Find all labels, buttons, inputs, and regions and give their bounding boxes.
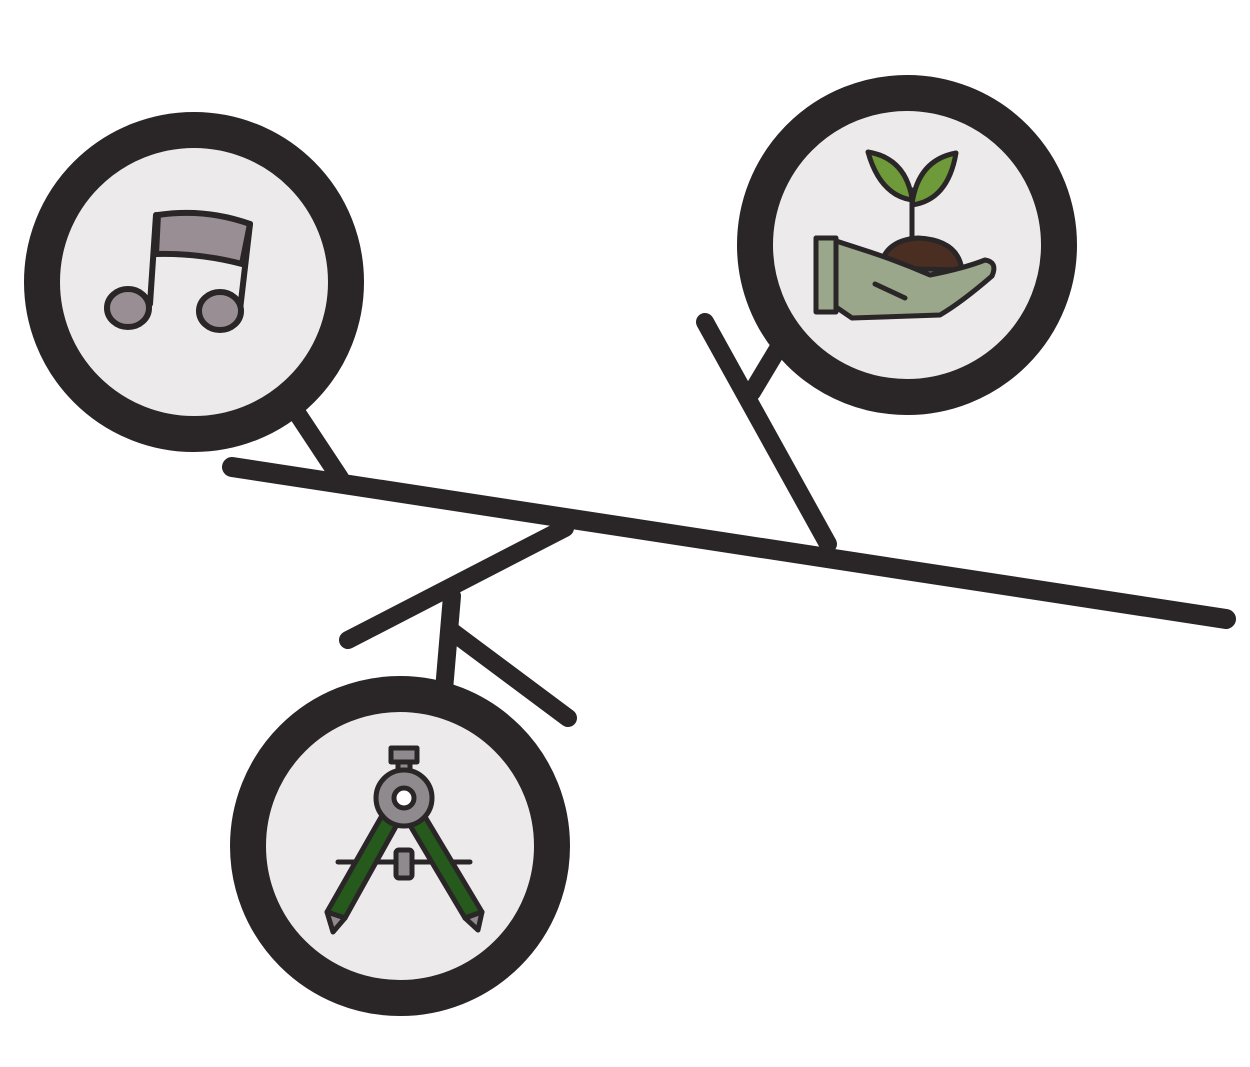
music-note-icon: [104, 209, 253, 333]
plant-in-hand-icon: [813, 149, 997, 321]
music-branch: [286, 401, 349, 487]
music-node: [24, 112, 364, 452]
drawing-compass-icon: [324, 745, 485, 935]
music-node-circle: [24, 112, 364, 452]
design-branch-main-line: [339, 519, 574, 649]
music-branch-line: [286, 401, 349, 487]
design-node-circle: [230, 676, 570, 1016]
design-branch: [339, 519, 577, 727]
design-branch-stem-line: [435, 587, 461, 699]
growth-node: [737, 75, 1077, 415]
design-node: [230, 676, 570, 1016]
diagram-spine: [222, 457, 1236, 629]
growth-branch-main-line: [696, 313, 837, 553]
design-branch-twig-line: [441, 621, 577, 727]
main-spine-line: [222, 457, 1236, 629]
